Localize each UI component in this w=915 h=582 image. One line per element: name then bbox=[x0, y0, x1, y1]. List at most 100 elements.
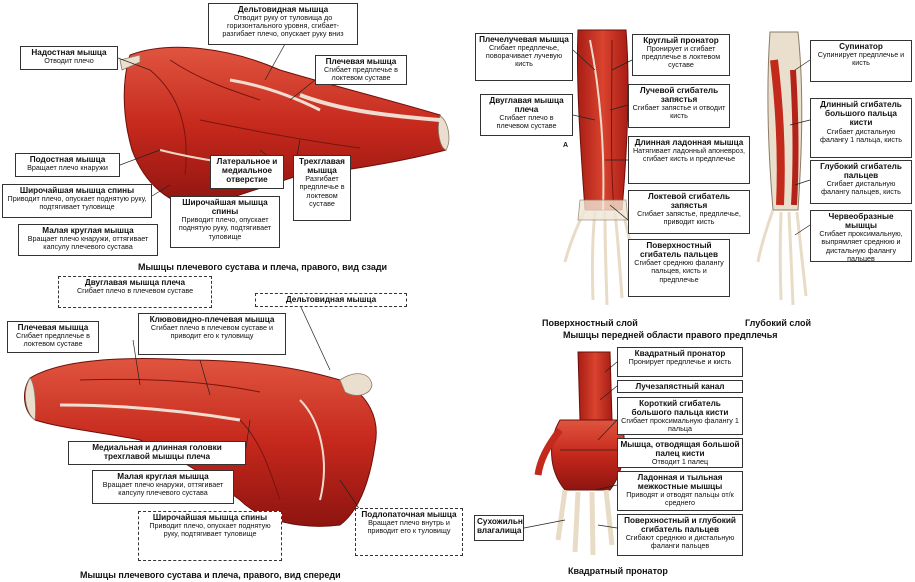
label-flexor-carpi-ulnaris: Локтевой сгибатель запястья Сгибает запя… bbox=[628, 190, 750, 234]
label-teres-minor-anterior: Малая круглая мышца Вращает плечо кнаруж… bbox=[92, 470, 234, 504]
label-desc: Сгибает плечо в плечевом суставе bbox=[76, 286, 194, 296]
label-desc: Сгибает плечо в плечевом суставе и приво… bbox=[150, 323, 274, 341]
label-desc: Сгибает плечо в плечевом суставе bbox=[496, 113, 557, 131]
label-title: Глубокий сгибатель пальцев bbox=[820, 162, 902, 181]
label-desc: Сгибает запястье и отводит кисть bbox=[632, 103, 726, 121]
label-title: Супинатор bbox=[839, 42, 883, 51]
label-title: Подлопаточная мышца bbox=[361, 510, 457, 519]
label-title: Сухожильные влагалища bbox=[477, 517, 523, 536]
forearm-deep-figure bbox=[756, 31, 808, 306]
label-teres-minor-posterior: Малая круглая мышца Вращает плечо кнаруж… bbox=[18, 224, 158, 256]
label-coracobrachialis: Клювовидно-плечевая мышца Сгибает плечо … bbox=[138, 313, 286, 355]
label-deltoid-posterior: Дельтовидная мышца Отводит руку от тулов… bbox=[208, 3, 358, 45]
label-title: Подостная мышца bbox=[29, 155, 106, 164]
hand-figure bbox=[534, 351, 625, 556]
label-title: Лучевой сгибатель запястья bbox=[639, 86, 719, 105]
label-desc: Сгибает запястье, предплечье, приводит к… bbox=[637, 209, 741, 227]
label-brachialis-anterior: Плечевая мышца Сгибает предплечье в локт… bbox=[7, 321, 99, 353]
label-biceps-forearm: Двуглавая мышца плеча Сгибает плечо в пл… bbox=[480, 94, 573, 136]
label-tendon-sheaths: Сухожильные влагалища bbox=[474, 515, 524, 541]
label-flexor-digitorum-superficialis: Поверхностный сгибатель пальцев Сгибает … bbox=[628, 239, 730, 297]
label-title: Квадратный пронатор bbox=[634, 349, 726, 358]
label-flexors-hand: Поверхностный и глубокий сгибатель пальц… bbox=[617, 514, 743, 556]
label-palmaris-longus: Длинная ладонная мышца Натягивает ладонн… bbox=[628, 136, 750, 184]
label-title: Широчайшая мышца спины bbox=[19, 186, 135, 195]
label-biceps-anterior: Двуглавая мышца плеча Сгибает плечо в пл… bbox=[58, 276, 212, 308]
label-subscapularis: Подлопаточная мышца Вращает плечо внутрь… bbox=[355, 508, 463, 556]
label-title: Локтевой сгибатель запястья bbox=[647, 192, 731, 211]
label-title: Червеобразные мышцы bbox=[828, 212, 894, 231]
label-desc: Приводит плечо, опускает поднятую руку, … bbox=[178, 215, 272, 241]
label-title: Малая круглая мышца bbox=[117, 472, 209, 481]
label-radiocarpal-canal: Лучезапястный канал bbox=[617, 380, 743, 393]
label-desc: Сгибает среднюю фалангу пальцев, кисть и… bbox=[634, 258, 724, 284]
label-lumbricals: Червеобразные мышцы Сгибает проксимальну… bbox=[810, 210, 912, 262]
label-latissimus-anterior: Широчайшая мышца спины Приводит плечо, о… bbox=[138, 511, 282, 561]
label-flexor-carpi-radialis: Лучевой сгибатель запястья Сгибает запяс… bbox=[628, 84, 730, 128]
label-title: Дельтовидная мышца bbox=[285, 295, 377, 304]
label-latissimus-posterior: Широчайшая мышца спины Приводит плечо, о… bbox=[2, 184, 152, 218]
label-supraspinatus: Надостная мышца Отводит плечо bbox=[20, 46, 118, 70]
label-title: Ладонная и тыльная межкостные мышцы bbox=[637, 473, 723, 492]
label-desc: Приводит плечо, опускает поднятую руку, … bbox=[7, 194, 147, 212]
label-latissimus-posterior-2: Широчайшая мышца спины Приводит плечо, о… bbox=[170, 196, 280, 248]
caption-anterior-view: Мышцы плечевого сустава и плеча, правого… bbox=[80, 570, 341, 580]
label-desc: Разгибает предплечье в локтевом суставе bbox=[299, 174, 345, 208]
label-abductor-pollicis: Мышца, отводящая большой палец кисти Отв… bbox=[617, 438, 743, 468]
label-pronator-teres: Круглый пронатор Пронирует и сгибает пре… bbox=[632, 34, 730, 76]
marker-a: А bbox=[563, 142, 569, 149]
label-title: Короткий сгибатель большого пальца кисти bbox=[631, 399, 729, 418]
label-flexor-digitorum-profundus: Глубокий сгибатель пальцев Сгибает диста… bbox=[810, 160, 912, 204]
label-infraspinatus: Подостная мышца Вращает плечо кнаружи bbox=[15, 153, 120, 177]
label-title: Дельтовидная мышца bbox=[237, 5, 329, 14]
label-title: Длинный сгибатель большого пальца кисти bbox=[820, 100, 902, 128]
label-desc: Сгибает дистальную фалангу 1 пальца, кис… bbox=[819, 126, 902, 144]
label-desc: Сгибает предплечье, поворачивает лучевую… bbox=[485, 43, 563, 69]
label-desc: Сгибает проксимальную, выпрямляет средню… bbox=[819, 229, 903, 262]
label-title: Плечевая мышца bbox=[325, 57, 397, 66]
caption-forearm-title: Мышцы передней области правого предплечь… bbox=[563, 330, 778, 340]
label-title: Медиальная и длинная головки трехглавой … bbox=[92, 443, 222, 462]
caption-hand: Квадратный пронатор bbox=[568, 566, 668, 576]
label-desc: Отводит плечо bbox=[44, 56, 94, 66]
label-desc: Сгибает проксимальную фалангу 1 пальца bbox=[621, 416, 739, 434]
caption-deep-layer: Глубокий слой bbox=[745, 318, 812, 328]
label-title: Широчайшая мышца спины bbox=[182, 198, 268, 217]
label-title: Надостная мышца bbox=[31, 48, 107, 57]
label-desc: Вращает плечо внутрь и приводит его к ту… bbox=[367, 518, 451, 536]
label-title: Круглый пронатор bbox=[643, 36, 719, 45]
label-desc: Приводит плечо, опускает поднятую руку, … bbox=[149, 521, 271, 539]
label-flexor-pollicis-longus: Длинный сгибатель большого пальца кисти … bbox=[810, 98, 912, 158]
label-desc: Отводит 1 палец bbox=[651, 457, 709, 467]
label-title: Малая круглая мышца bbox=[42, 226, 134, 235]
label-supinator: Супинатор Супинирует предплечье и кисть bbox=[810, 40, 912, 82]
label-title: Плечелучевая мышца bbox=[479, 35, 569, 44]
label-title: Широчайшая мышца спины bbox=[152, 513, 268, 522]
label-deltoid-anterior: Дельтовидная мышца bbox=[255, 293, 407, 307]
label-brachialis-posterior: Плечевая мышца Сгибает предплечье в локт… bbox=[315, 55, 407, 85]
label-title: Двуглавая мышца плеча bbox=[84, 278, 186, 287]
label-desc: Сгибает предплечье в локтевом суставе bbox=[16, 331, 90, 349]
label-triceps: Трехглавая мышца Разгибает предплечье в … bbox=[293, 155, 351, 221]
label-desc: Вращает плечо кнаружи, оттягивает капсул… bbox=[27, 234, 149, 252]
label-title: Плечевая мышца bbox=[17, 323, 89, 332]
leader-lines bbox=[117, 43, 811, 529]
label-desc: Вращает плечо кнаружи bbox=[27, 163, 108, 173]
label-desc: Вращает плечо кнаружи, оттягивает капсул… bbox=[102, 480, 224, 498]
label-desc: Сгибает дистальную фалангу пальцев, кист… bbox=[821, 179, 901, 197]
label-title: Двуглавая мышца плеча bbox=[489, 96, 564, 115]
label-desc: Приводят и отводят пальцы от/к среднего bbox=[626, 490, 734, 508]
label-desc: Натягивает ладонный апоневроз, сгибает к… bbox=[632, 146, 745, 164]
label-title: Лучезапястный канал bbox=[635, 382, 725, 391]
label-interossei: Ладонная и тыльная межкостные мышцы Прив… bbox=[617, 471, 743, 511]
label-desc: Отводит руку от туловища до горизонтальн… bbox=[222, 13, 344, 39]
label-title: Клювовидно-плечевая мышца bbox=[149, 315, 275, 324]
label-title: Поверхностный сгибатель пальцев bbox=[639, 241, 719, 260]
label-desc: Пронирует и сгибает предплечье в локтево… bbox=[641, 44, 721, 70]
label-pronator-quadratus: Квадратный пронатор Пронирует предплечье… bbox=[617, 347, 743, 377]
label-title: Поверхностный и глубокий сгибатель пальц… bbox=[624, 516, 736, 535]
forearm-superficial-figure bbox=[563, 29, 636, 306]
label-brachioradialis: Плечелучевая мышца Сгибает предплечье, п… bbox=[475, 33, 573, 81]
label-title: Мышца, отводящая большой палец кисти bbox=[620, 440, 740, 459]
label-title: Латеральное и медиальное отверстие bbox=[216, 157, 278, 185]
